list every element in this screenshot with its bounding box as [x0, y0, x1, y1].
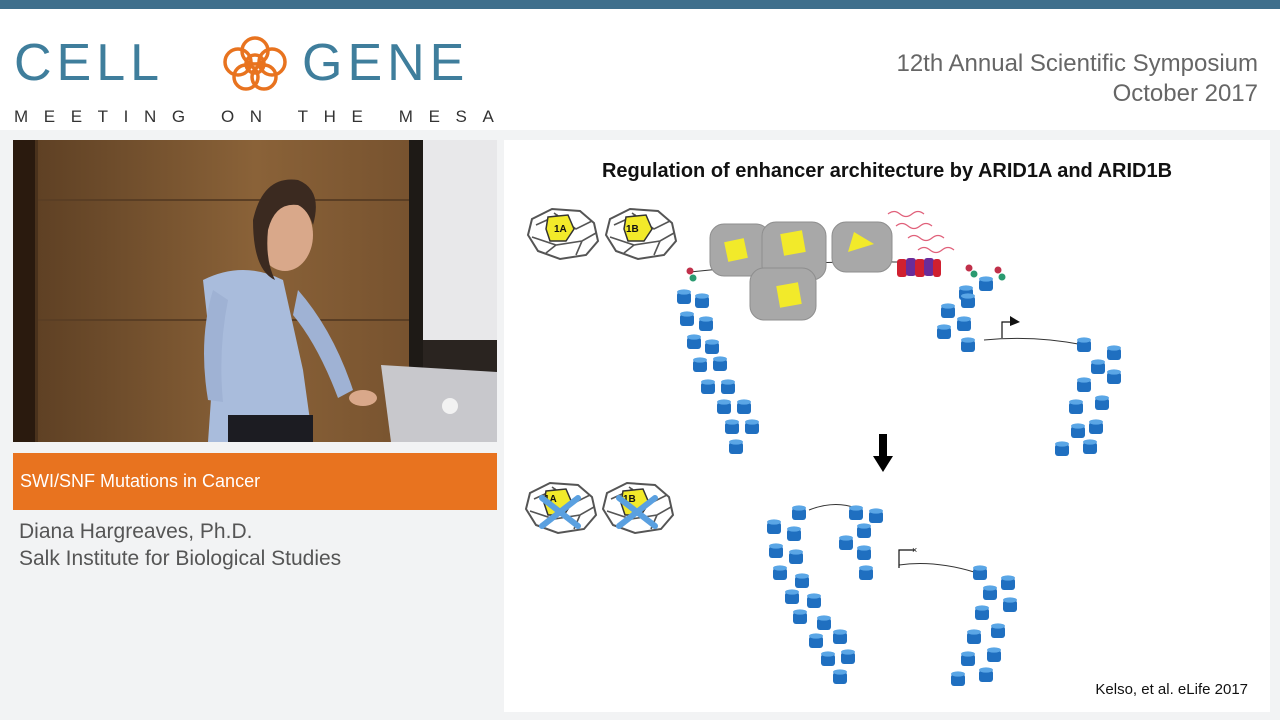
complex-label-1a: 1A — [554, 224, 567, 235]
header: CELL GENE MEETING ON THE MESA 12th Annua… — [0, 9, 1280, 130]
top-bar — [0, 0, 1280, 9]
deletion-x-icon — [616, 495, 658, 529]
arid1b-complex-icon — [605, 208, 677, 260]
speaker-name: Diana Hargreaves, Ph.D. — [19, 520, 253, 543]
enhancer-architecture-diagram: 1A 1B 1A 1B — [525, 208, 1121, 686]
speaker-info: Diana Hargreaves, Ph.D. Salk Institute f… — [19, 518, 341, 572]
session-title: SWI/SNF Mutations in Cancer — [20, 471, 261, 491]
presentation-slide: Regulation of enhancer architecture by A… — [504, 140, 1270, 712]
speaker-video-frame — [13, 140, 497, 442]
promoter-inactive-arrow-icon: × — [898, 545, 917, 568]
cell-cluster-logo-icon — [223, 36, 287, 91]
complex-label-1b: 1B — [626, 224, 639, 235]
event-date: October 2017 — [1112, 80, 1258, 107]
enhancer-rna-transcripts — [887, 210, 955, 254]
svg-text:×: × — [912, 545, 917, 555]
promoter-arrow-icon — [1001, 316, 1020, 338]
swi-snf-remodeler — [709, 221, 893, 321]
slide-citation: Kelso, et al. eLife 2017 — [1095, 681, 1248, 698]
event-info: 12th Annual Scientific Symposium October… — [896, 49, 1258, 109]
deletion-x-icon — [539, 495, 581, 529]
nucleosome-chain — [677, 276, 1121, 456]
session-title-banner: SWI/SNF Mutations in Cancer — [13, 453, 497, 510]
transition-arrow-icon — [873, 434, 893, 472]
complex-label-1b-deleted: 1B — [623, 494, 636, 505]
dna-strand — [689, 261, 1085, 573]
logo-text-right: GENE — [302, 34, 470, 92]
speaker-video[interactable] — [13, 140, 497, 442]
transcription-factor-bound — [897, 258, 941, 277]
nucleosome-chain-closed — [767, 505, 1017, 686]
complex-label-1a-deleted: 1A — [544, 494, 557, 505]
slide-title: Regulation of enhancer architecture by A… — [601, 160, 1173, 182]
speaker-affiliation: Salk Institute for Biological Studies — [19, 547, 342, 570]
logo-text-left: CELL — [14, 34, 165, 92]
event-title: 12th Annual Scientific Symposium — [896, 50, 1258, 77]
tagline: MEETING ON THE MESA — [14, 107, 510, 126]
histone-marks — [686, 264, 1006, 282]
